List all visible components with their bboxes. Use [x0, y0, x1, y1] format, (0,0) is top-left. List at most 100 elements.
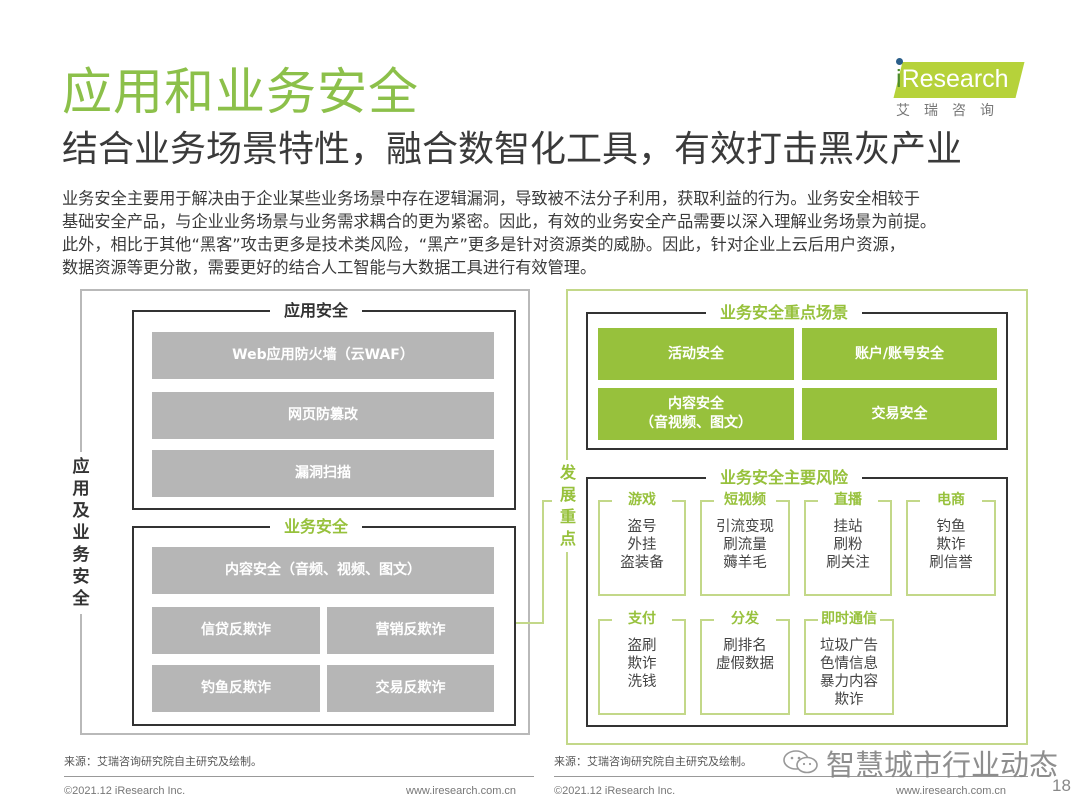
page-subtitle: 结合业务场景特性，融合数智化工具，有效打击黑灰产业 [62, 129, 963, 170]
source-note-right: 来源：艾瑞咨询研究院自主研究及绘制。 [554, 755, 752, 768]
side-label-char: 重 [559, 507, 576, 526]
connector-line [542, 500, 552, 502]
risk-item: 欺诈 [627, 656, 657, 672]
logo-cn: 艾瑞咨询 [896, 103, 1008, 119]
side-label-char: 全 [72, 589, 90, 609]
risk-item: 盗刷 [627, 638, 657, 654]
key-scenes-title: 业务安全重点场景 [706, 303, 863, 323]
intro-paragraph: 业务安全主要用于解决由于企业某些业务场景中存在逻辑漏洞，导致被不法分子利用，获取… [62, 187, 1042, 279]
biz-item-trade-fraud: 交易反欺诈 [327, 665, 494, 712]
risk-category-title: 短视频 [724, 492, 766, 508]
biz-security-title: 业务安全 [270, 517, 363, 537]
risk-item: 盗号 [627, 519, 657, 535]
risk-item-list: 盗刷欺诈洗钱 [600, 637, 684, 691]
page-title: 应用和业务安全 [62, 63, 419, 121]
risk-item-list: 引流变现刷流量薅羊毛 [702, 518, 788, 572]
risk-item: 刷关注 [826, 555, 870, 571]
risk-item: 外挂 [627, 537, 657, 553]
app-item-waf: Web应用防火墙（云WAF） [152, 332, 494, 379]
connector-line [542, 500, 544, 624]
paragraph-line: 此外，相比于其他“黑客”攻击更多是技术类风险，“黑产”更多是针对资源类的威胁。因… [62, 235, 905, 254]
scene-trade-security: 交易安全 [802, 388, 997, 440]
risk-category-box: 短视频引流变现刷流量薅羊毛 [700, 492, 790, 596]
scene-content-line: 内容安全 [668, 396, 724, 412]
side-label-char: 应 [72, 457, 90, 477]
connector-line [516, 622, 544, 624]
risk-item: 刷流量 [723, 537, 767, 553]
risk-item: 刷排名 [723, 638, 767, 654]
risk-item-list: 钓鱼欺诈刷信誉 [908, 518, 994, 572]
scene-content-line: （音视频、图文） [640, 415, 752, 431]
risk-category-box: 即时通信垃圾广告色情信息暴力内容欺诈 [804, 611, 894, 715]
scene-content-security: 内容安全 （音视频、图文） [598, 388, 794, 440]
risk-item: 欺诈 [834, 692, 864, 708]
side-label-text: 应用及业务安全 [68, 456, 94, 610]
paragraph-line: 数据资源等更分散，需要更好的结合人工智能与大数据工具进行有效管理。 [62, 258, 597, 277]
risk-item: 引流变现 [716, 519, 774, 535]
side-label-dev-focus: 发展重点 [556, 460, 580, 552]
key-scenes-group: 业务安全重点场景 [586, 303, 1008, 450]
app-security-title: 应用安全 [270, 301, 363, 321]
risk-category-title: 游戏 [628, 492, 656, 508]
risk-category-title: 即时通信 [821, 611, 877, 627]
biz-item-marketing-fraud: 营销反欺诈 [327, 607, 494, 654]
side-label-char: 点 [559, 529, 576, 548]
risk-item: 薅羊毛 [723, 555, 767, 571]
paragraph-line: 业务安全主要用于解决由于企业某些业务场景中存在逻辑漏洞，导致被不法分子利用，获取… [62, 189, 920, 208]
risk-category-box: 支付盗刷欺诈洗钱 [598, 611, 686, 715]
main-risks-group: 业务安全主要风险 [586, 468, 1008, 727]
biz-security-group: 业务安全 [132, 517, 516, 726]
paragraph-line: 基础安全产品，与企业业务场景与业务需求耦合的更为紧密。因此，有效的业务安全产品需… [62, 212, 937, 231]
risk-category-title: 支付 [628, 611, 656, 627]
app-item-vuln-scan: 漏洞扫描 [152, 450, 494, 497]
url-left: www.iresearch.com.cn [406, 785, 517, 797]
risk-category-box: 电商钓鱼欺诈刷信誉 [906, 492, 996, 596]
risk-item: 刷信誉 [929, 555, 973, 571]
iresearch-logo: iResearch 艾瑞咨询 [890, 56, 1030, 126]
risk-item: 钓鱼 [936, 519, 966, 535]
risk-item-list: 盗号外挂盗装备 [600, 518, 684, 572]
side-label-text: 发展重点 [556, 462, 580, 550]
risk-item: 虚假数据 [716, 656, 774, 672]
risk-item: 色情信息 [820, 656, 878, 672]
risk-item-list: 垃圾广告色情信息暴力内容欺诈 [806, 637, 892, 709]
footer-divider-right [554, 776, 1028, 777]
copyright-left: ©2021.12 iResearch Inc. [64, 785, 186, 797]
scene-account-security: 账户/账号安全 [802, 328, 997, 380]
risk-category-box: 分发刷排名虚假数据 [700, 611, 790, 715]
footer-divider-left [64, 776, 534, 777]
side-label-char: 展 [559, 485, 576, 504]
app-item-tamper: 网页防篡改 [152, 392, 494, 439]
logo-dot-icon [896, 58, 903, 65]
risk-item: 垃圾广告 [820, 638, 878, 654]
risk-item: 暴力内容 [820, 674, 878, 690]
logo-i: i [896, 65, 902, 93]
risk-item: 盗装备 [620, 555, 664, 571]
watermark-text: 智慧城市行业动态 [826, 748, 1059, 782]
risk-category-box: 游戏盗号外挂盗装备 [598, 492, 686, 596]
risk-category-title: 电商 [937, 492, 965, 508]
risk-category-title: 分发 [731, 611, 759, 627]
risk-item: 挂站 [833, 519, 863, 535]
page-number: 18 [1052, 776, 1071, 795]
risk-item-list: 刷排名虚假数据 [702, 637, 788, 673]
url-right: www.iresearch.com.cn [896, 785, 1007, 797]
wechat-icon [783, 750, 818, 774]
biz-item-phishing-fraud: 钓鱼反欺诈 [152, 665, 320, 712]
app-security-group: 应用安全 [132, 301, 516, 510]
side-label-char: 发 [559, 463, 576, 482]
side-label-char: 安 [72, 567, 90, 587]
source-note-left: 来源：艾瑞咨询研究院自主研究及绘制。 [64, 755, 262, 768]
risk-category-title: 直播 [834, 492, 862, 508]
side-label-char: 务 [72, 545, 90, 565]
risk-category-box: 直播挂站刷粉刷关注 [804, 492, 892, 596]
biz-item-content: 内容安全（音频、视频、图文） [152, 547, 494, 594]
risk-item: 欺诈 [936, 537, 966, 553]
main-risks-title: 业务安全主要风险 [706, 468, 863, 488]
copyright-right: ©2021.12 iResearch Inc. [554, 785, 676, 797]
side-label-char: 用 [72, 479, 90, 499]
side-label-app-biz-security: 应用及业务安全 [68, 452, 94, 614]
logo-brand: Research [901, 65, 1009, 93]
side-label-char: 业 [72, 523, 90, 543]
risk-item-list: 挂站刷粉刷关注 [806, 518, 890, 572]
